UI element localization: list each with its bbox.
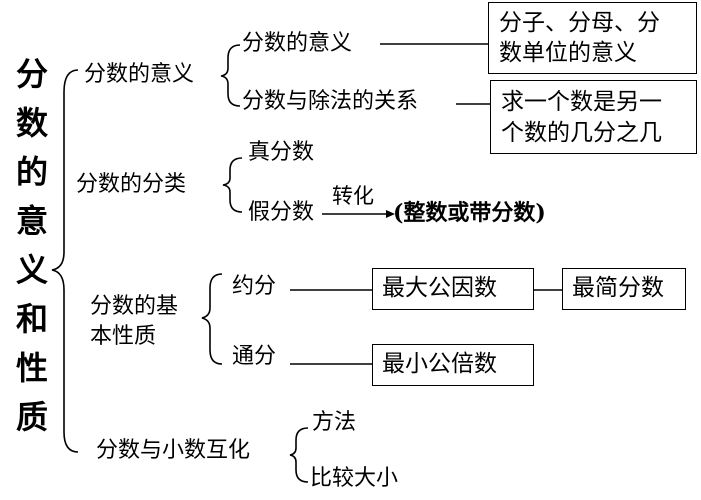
box-gcf-text: 最大公因数 <box>382 275 497 301</box>
label-convert: 转化 <box>332 184 374 208</box>
node-basic-props-line1: 分数的基 <box>90 294 179 319</box>
title-char: 分 <box>15 55 48 93</box>
node-meaning: 分数的意义 <box>84 62 195 87</box>
node-method: 方法 <box>312 410 357 435</box>
box-units: 分子、分母、分 数单位的意义 <box>488 2 697 74</box>
brace-classify <box>222 157 243 213</box>
node-mixed: (整数或带分数) <box>393 200 546 226</box>
convert-arrowhead <box>386 210 395 218</box>
box-fraction-of-line: 个数的几分之几 <box>501 120 662 146</box>
box-lcm: 最小公倍数 <box>372 344 534 386</box>
node-meaning-sub: 分数的意义 <box>242 31 353 56</box>
box-units-line: 分子、分母、分 <box>499 10 660 36</box>
box-gcf: 最大公因数 <box>372 268 534 310</box>
main-title: 分 数 的 意 义 和 性 质 <box>12 50 52 442</box>
brace-basic <box>201 273 223 365</box>
node-improper: 假分数 <box>248 200 315 225</box>
box-lcm-text: 最小公倍数 <box>382 351 497 377</box>
node-basic-props-line2: 本性质 <box>90 324 157 349</box>
box-units-line: 数单位的意义 <box>499 40 637 66</box>
node-proper: 真分数 <box>248 140 315 165</box>
node-compare: 比较大小 <box>310 466 399 491</box>
box-simplest: 最简分数 <box>562 268 686 310</box>
title-char: 的 <box>15 153 48 191</box>
title-char: 质 <box>15 398 48 436</box>
box-simplest-text: 最简分数 <box>572 275 664 301</box>
title-char: 意 <box>15 202 48 240</box>
title-char: 性 <box>15 349 48 387</box>
node-common-denominator: 通分 <box>232 344 277 369</box>
box-fraction-of: 求一个数是另一 个数的几分之几 <box>490 80 697 154</box>
node-division-relation: 分数与除法的关系 <box>242 89 419 114</box>
title-char: 和 <box>15 300 48 338</box>
title-char: 义 <box>15 251 48 289</box>
node-reduce: 约分 <box>232 274 277 299</box>
brace-meaning <box>220 44 241 107</box>
node-decimal-conversion: 分数与小数互化 <box>96 438 251 463</box>
node-classify: 分数的分类 <box>76 172 187 197</box>
title-char: 数 <box>15 104 48 142</box>
brace-decimal <box>289 427 309 483</box>
box-fraction-of-line: 求一个数是另一 <box>501 89 662 115</box>
main-brace <box>51 69 79 453</box>
